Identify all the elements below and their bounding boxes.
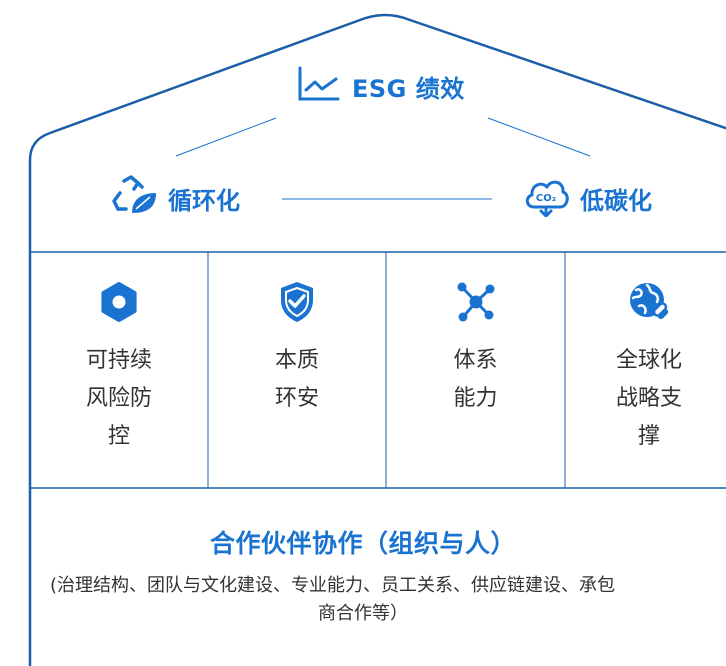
capability-intrinsic-safety-label: 本质环安 [274,348,319,411]
house-outline [28,13,726,666]
capability-global-strategy: 全球化战略支撑 [565,252,726,488]
capability-system-label: 体系能力 [453,348,498,411]
globe-link-icon [627,280,671,324]
esg-title: ESG 绩效 [296,66,465,106]
pillar-low-carbon: CO₂ 低碳化 [522,178,652,218]
capability-intrinsic-safety: 本质环安 [208,252,386,488]
shield-check-icon [275,280,319,324]
partner-collaboration-title: 合作伙伴协作（组织与人） [209,529,516,558]
pillar-circular-label: 循环化 [168,186,240,215]
gear-icon [97,280,141,324]
partner-collaboration-description-line2: 商合作等） [318,603,408,624]
capability-global-strategy-label: 全球化战略支撑 [616,348,683,449]
pillar-low-carbon-label: 低碳化 [580,186,652,215]
roof-connector-left [175,117,277,157]
line-chart-icon [296,66,340,106]
pillar-circular: 循环化 [110,175,240,218]
capability-risk-control: 可持续风险防控 [30,252,208,488]
roof-connector-right [487,117,591,157]
capability-risk-control-label: 可持续风险防控 [86,348,153,449]
svg-text:CO₂: CO₂ [536,193,556,204]
co2-cloud-icon: CO₂ [522,173,570,223]
partner-collaboration-description-line1: (治理结构、团队与文化建设、专业能力、员工关系、供应链建设、承包 [50,575,616,596]
esg-title-text: ESG 绩效 [352,74,465,103]
capability-system: 体系能力 [386,252,565,488]
network-icon [454,280,498,324]
recycle-leaf-icon [110,173,158,223]
